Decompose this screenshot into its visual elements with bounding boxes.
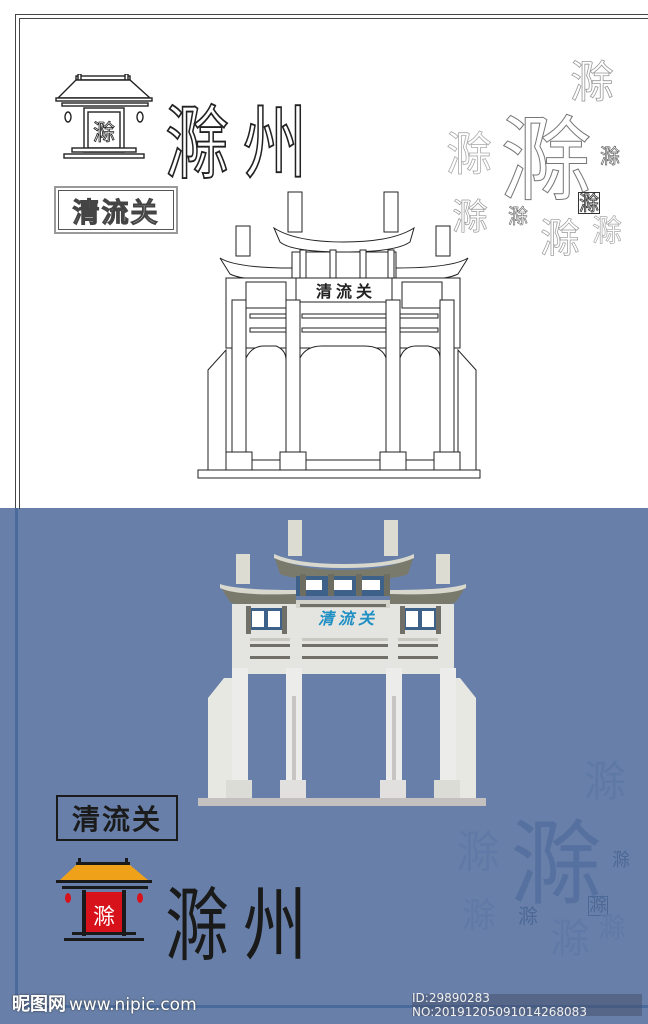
calligraphy-char: 滁 <box>588 895 608 916</box>
gate-plaque-text-colored: 清流关 <box>318 609 379 628</box>
watermark-id-badge: ID:29890283 NO:20191205091014268083 <box>412 991 642 1019</box>
calligraphy-char: 滁 <box>499 107 593 215</box>
calligraphy-char: 滁 <box>456 827 500 878</box>
svg-text:滁: 滁 <box>93 121 115 146</box>
watermark-site-link[interactable]: www.nipic.com <box>69 995 197 1015</box>
house-logo-icon-outline: 滁 <box>55 74 153 159</box>
archway-colored-illustration <box>198 520 486 806</box>
calligraphy-char: 滁 <box>570 57 615 109</box>
city-logo-text-outline: 滁州 <box>164 98 321 192</box>
frame-inner-line <box>19 18 648 509</box>
calligraphy-char: 滁 <box>600 144 621 169</box>
calligraphy-char: 滁 <box>550 916 590 962</box>
gate-plaque-text-outline: 清流关 <box>316 282 377 301</box>
calligraphy-char: 滁 <box>584 757 627 806</box>
landmark-badge-outline: 清流关 <box>54 186 178 234</box>
calligraphy-char: 滁 <box>510 811 603 918</box>
city-logo-text-filled: 滁州 <box>165 880 321 974</box>
calligraphy-char: 滁 <box>462 896 496 936</box>
house-logo-icon-colored: 滁 <box>56 858 152 941</box>
calligraphy-char: 滁 <box>578 191 600 215</box>
calligraphy-char: 滁 <box>518 904 538 928</box>
calligraphy-char: 滁 <box>598 911 627 944</box>
landmark-badge-filled: 清流关 <box>56 795 178 841</box>
calligraphy-char: 滁 <box>452 197 489 239</box>
calligraphy-char: 滁 <box>540 216 581 263</box>
calligraphy-char: 滁 <box>508 204 529 229</box>
frame-line-vertical <box>15 508 18 1008</box>
frame-outer-line <box>15 14 648 509</box>
archway-outline-drawing <box>197 191 481 479</box>
svg-text:滁: 滁 <box>93 905 115 930</box>
calligraphy-char: 滁 <box>592 214 623 250</box>
calligraphy-char: 滁 <box>446 127 493 182</box>
frame-line-horizontal <box>15 1005 648 1008</box>
watermark-brand-name: 昵图网 <box>12 994 66 1015</box>
calligraphy-char: 滁 <box>612 850 630 871</box>
